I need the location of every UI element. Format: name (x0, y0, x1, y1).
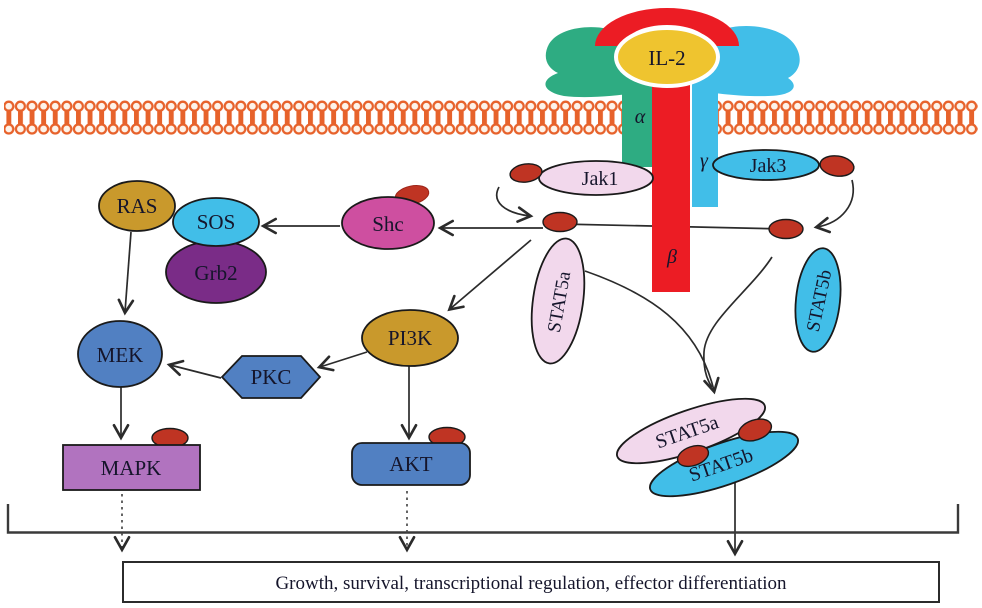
grb2-node: Grb2 (165, 240, 267, 304)
cascade-arrows (112, 217, 543, 441)
pathway-bracket (6, 504, 960, 534)
ras-label: RAS (117, 194, 158, 218)
stat5b-dimer-oval (649, 430, 799, 498)
shc-node: Shc (341, 185, 435, 250)
ras-node: RAS (98, 180, 176, 232)
arrow-phospho-to-pi3k (447, 239, 532, 312)
stat5b-monomer: STAT5b (794, 247, 842, 353)
lipid-bilayer-membrane (4, 100, 978, 135)
jak1-label: Jak1 (582, 168, 619, 190)
jak3-node: Jak3 (712, 149, 855, 181)
phospho-site (819, 155, 855, 177)
jak1-node: Jak1 (509, 160, 654, 196)
mek-label: MEK (97, 343, 144, 367)
arrow-left-to-dimer (584, 270, 720, 395)
phospho-site (768, 218, 804, 240)
output-text: Growth, survival, transcriptional regula… (275, 573, 787, 594)
phospho-site (737, 418, 773, 442)
phospho-site (542, 211, 578, 233)
mek-node: MEK (77, 320, 163, 388)
stat5-dimer: STAT5a STAT5b (616, 397, 799, 557)
beta-label: β (666, 246, 677, 268)
il2-ligand (614, 26, 720, 88)
grb2-label: Grb2 (194, 261, 237, 285)
mapk-label: MAPK (101, 456, 162, 480)
output-box: Growth, survival, transcriptional regula… (122, 561, 940, 603)
sos-label: SOS (197, 210, 236, 234)
arrow-ras-to-mek (117, 231, 135, 316)
il2-label: IL-2 (648, 46, 685, 70)
curve-right-to-dimer (703, 256, 773, 388)
akt-label: AKT (389, 452, 432, 476)
jak3-label: Jak3 (750, 155, 787, 177)
il2-receptor-complex: IL-2 α γ β (545, 8, 800, 292)
pi3k-label: PI3K (388, 326, 432, 350)
arrow-jak1-to-phospho (496, 186, 534, 223)
pkc-label: PKC (251, 365, 292, 389)
arrow-pi3k-to-pkc (316, 351, 368, 372)
pi3k-node: PI3K (361, 309, 459, 367)
phospho-site (676, 444, 710, 468)
shc-label: Shc (372, 212, 404, 236)
sos-node: SOS (172, 197, 260, 247)
alpha-label: α (635, 106, 646, 128)
phospho-site (509, 163, 543, 183)
il2r-beta-chain (652, 78, 690, 292)
receptor-top-arc (595, 8, 739, 46)
gamma-label: γ (700, 150, 709, 172)
mapk-node: MAPK (62, 427, 201, 491)
akt-node: AKT (351, 426, 471, 486)
pkc-node: PKC (220, 355, 322, 399)
arrow-pkc-to-mek (166, 359, 222, 379)
arrow-jak3-to-phospho (813, 179, 855, 234)
stat5a-monomer: STAT5a (530, 237, 586, 365)
